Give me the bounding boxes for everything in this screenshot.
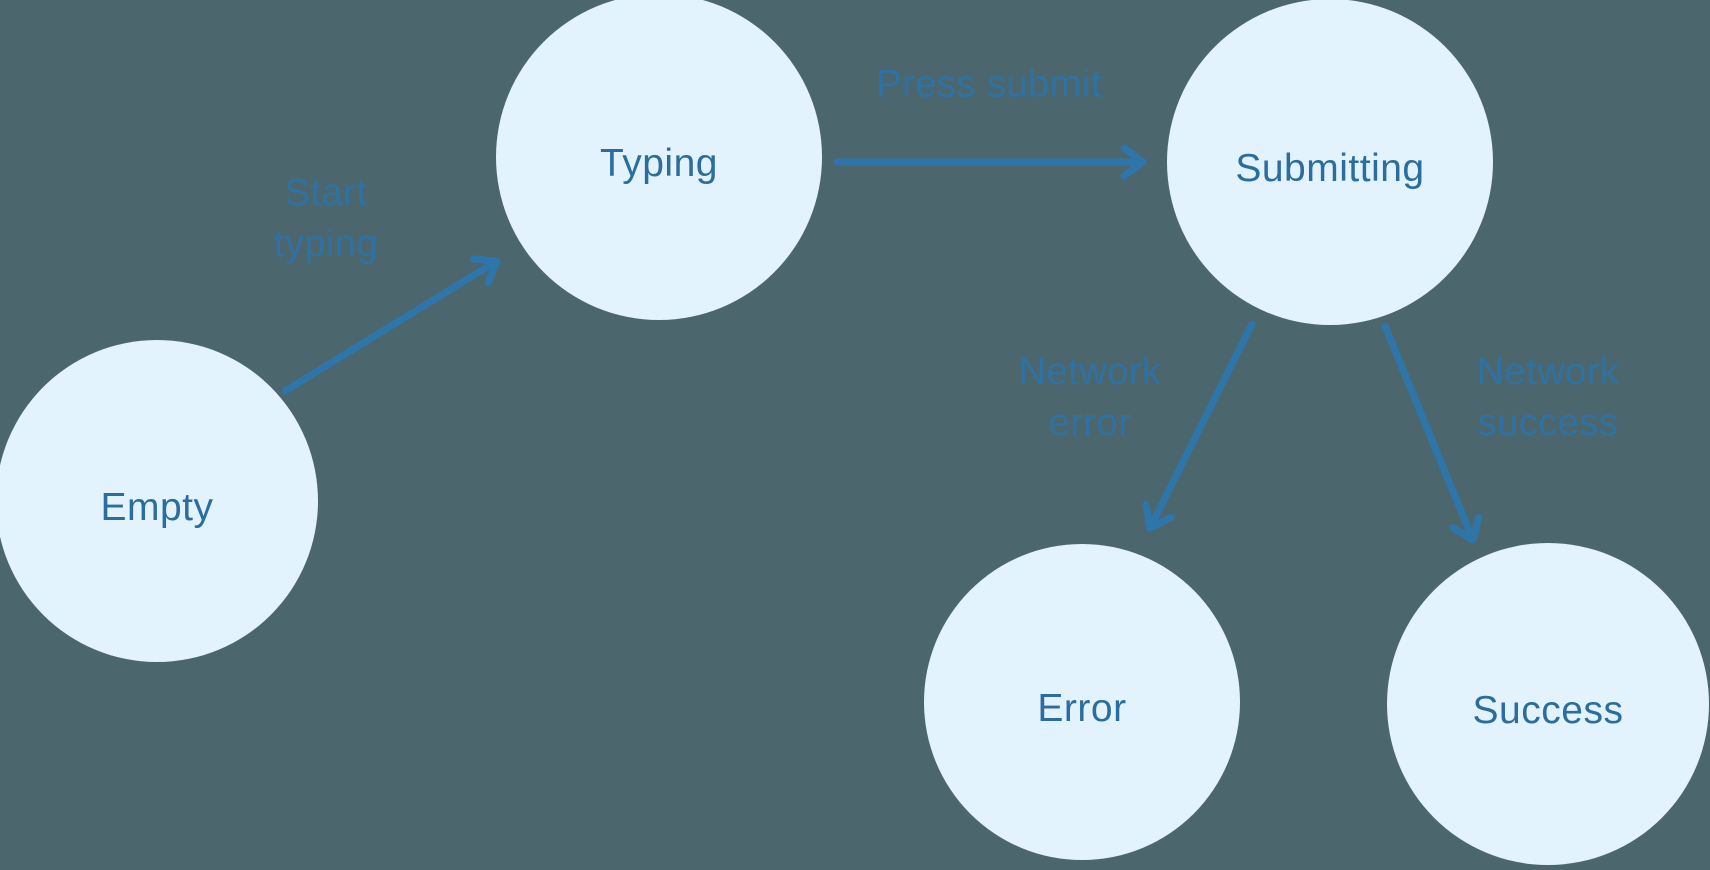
edge-label-line: Press submit bbox=[876, 63, 1102, 106]
state-node-success: Success bbox=[1387, 543, 1709, 865]
edge-label-line: typing bbox=[273, 223, 379, 265]
state-node-empty: Empty bbox=[0, 340, 318, 662]
state-node-label: Submitting bbox=[1235, 147, 1425, 190]
edge-label-press-submit: Press submit bbox=[876, 60, 1102, 111]
state-node-submitting: Submitting bbox=[1167, 0, 1493, 325]
edge-label-start-typing: Start typing bbox=[274, 168, 378, 270]
edge-arrow-network-success bbox=[1381, 322, 1483, 544]
edge-arrow-network-error bbox=[1142, 320, 1256, 532]
state-node-error: Error bbox=[924, 544, 1240, 860]
edge-arrow-start-typing bbox=[281, 255, 501, 395]
state-node-typing: Typing bbox=[496, 0, 822, 320]
edge-label-line: Network bbox=[1018, 351, 1162, 393]
edge-label-line: success bbox=[1477, 402, 1619, 444]
edge-label-network-error: Network error bbox=[1019, 347, 1162, 449]
edge-label-line: error bbox=[1048, 402, 1132, 444]
state-node-label: Typing bbox=[600, 142, 718, 185]
edge-label-network-success: Network success bbox=[1477, 347, 1620, 449]
edge-label-line: Start bbox=[284, 172, 368, 214]
state-node-label: Empty bbox=[100, 486, 214, 529]
state-node-label: Error bbox=[1037, 687, 1127, 730]
edge-label-line: Network bbox=[1476, 351, 1620, 393]
state-node-label: Success bbox=[1472, 689, 1624, 732]
